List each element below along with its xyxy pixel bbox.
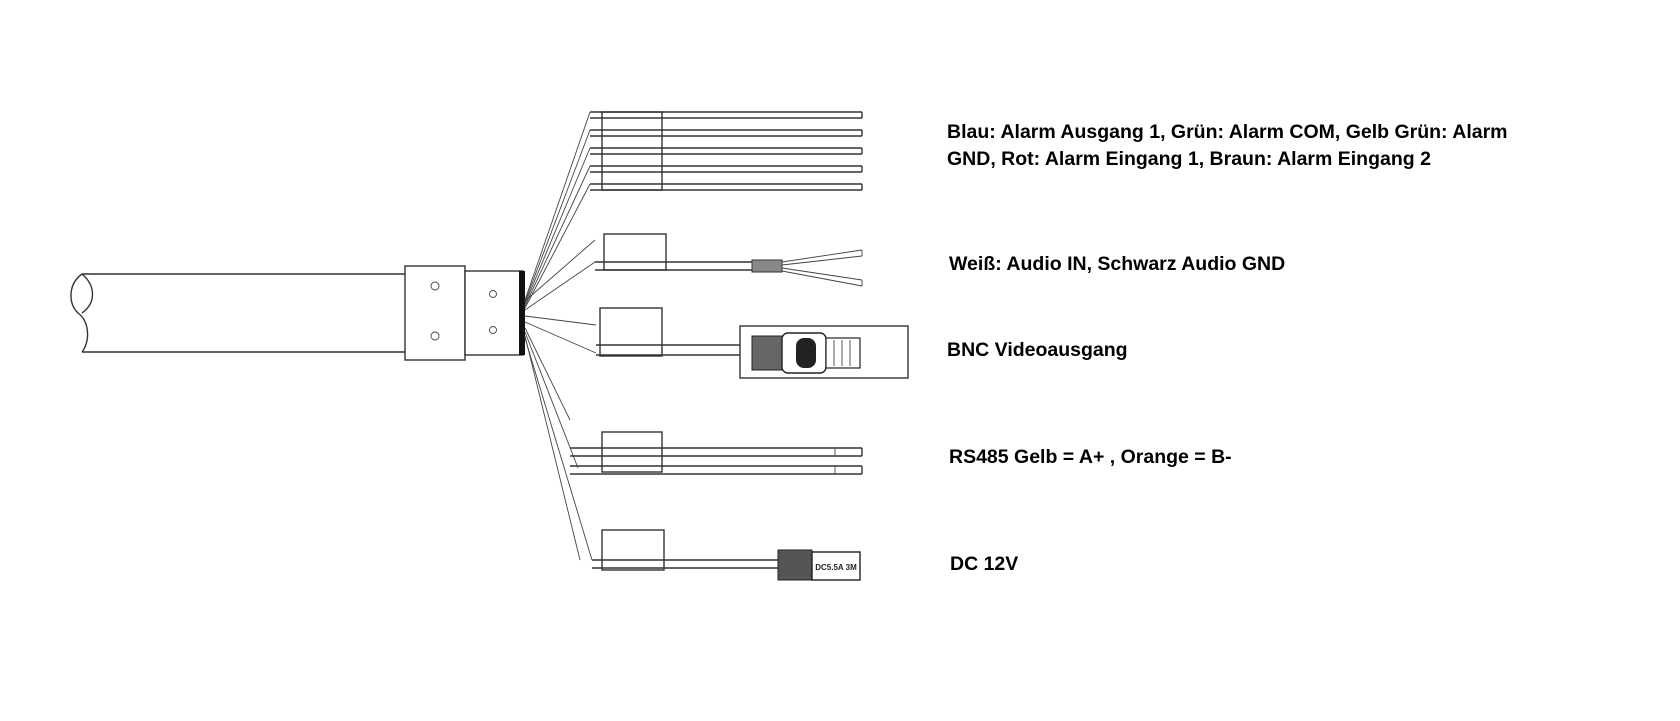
- main-cable: [70, 273, 405, 353]
- fan-out-wires: [524, 111, 597, 561]
- dc-connector: DC5.5A 3M: [592, 529, 861, 581]
- rs485-label: RS485 Gelb = A+ , Orange = B-: [949, 446, 1232, 468]
- bnc-label: BNC Videoausgang: [947, 339, 1128, 361]
- bnc-connector: [596, 307, 909, 379]
- rs485-connector: [570, 431, 863, 475]
- audio-connector: [595, 233, 863, 287]
- alarm-connector: [590, 111, 863, 191]
- alarm-label-line1: Blau: Alarm Ausgang 1, Grün: Alarm COM, …: [947, 121, 1508, 143]
- alarm-label-line2: GND, Rot: Alarm Eingang 1, Braun: Alarm …: [947, 148, 1431, 170]
- cable-sleeve: [404, 265, 525, 361]
- dc-plug-print: DC5.5A 3M: [815, 563, 857, 572]
- dc-label: DC 12V: [950, 553, 1019, 575]
- audio-label: Weiß: Audio IN, Schwarz Audio GND: [949, 253, 1286, 275]
